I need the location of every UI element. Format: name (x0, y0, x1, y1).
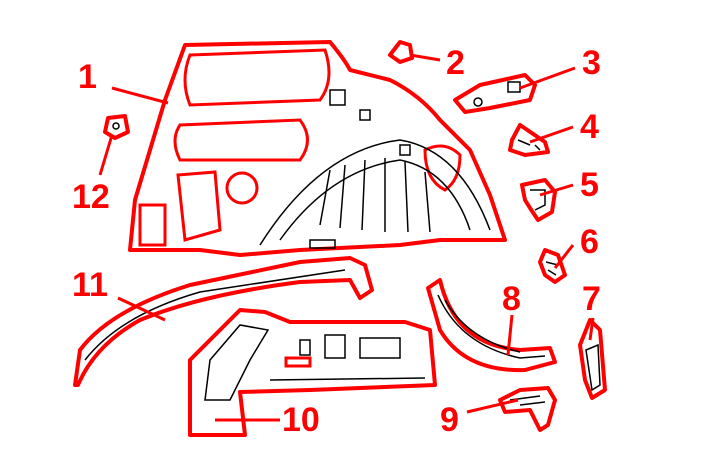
part-3-bracket (453, 73, 537, 114)
part-10-lower-panel (188, 308, 437, 437)
callout-2: 2 (446, 44, 465, 82)
part-9-bracket (498, 386, 557, 432)
callout-3: 3 (582, 44, 601, 82)
callout-5: 5 (580, 166, 599, 204)
part-6-bracket (538, 248, 567, 284)
callout-4: 4 (580, 108, 599, 146)
callout-8: 8 (502, 280, 521, 318)
callout-12: 12 (72, 178, 110, 216)
part-8-wheelhouse (426, 278, 557, 373)
part-5-bracket (520, 178, 557, 222)
callout-10: 10 (282, 401, 320, 439)
callout-11: 11 (72, 266, 108, 304)
part-4-bracket (508, 123, 550, 157)
part-1-inner-quarter-panel (128, 40, 507, 257)
callout-9: 9 (440, 401, 459, 439)
part-11-rail (73, 256, 374, 387)
leader-lines (98, 53, 595, 422)
part-2-bracket (388, 40, 414, 64)
callout-6: 6 (580, 223, 599, 261)
callout-1: 1 (78, 58, 97, 96)
part-12-bracket (103, 114, 130, 140)
callout-7: 7 (582, 280, 601, 318)
part-7-extension (578, 318, 607, 400)
